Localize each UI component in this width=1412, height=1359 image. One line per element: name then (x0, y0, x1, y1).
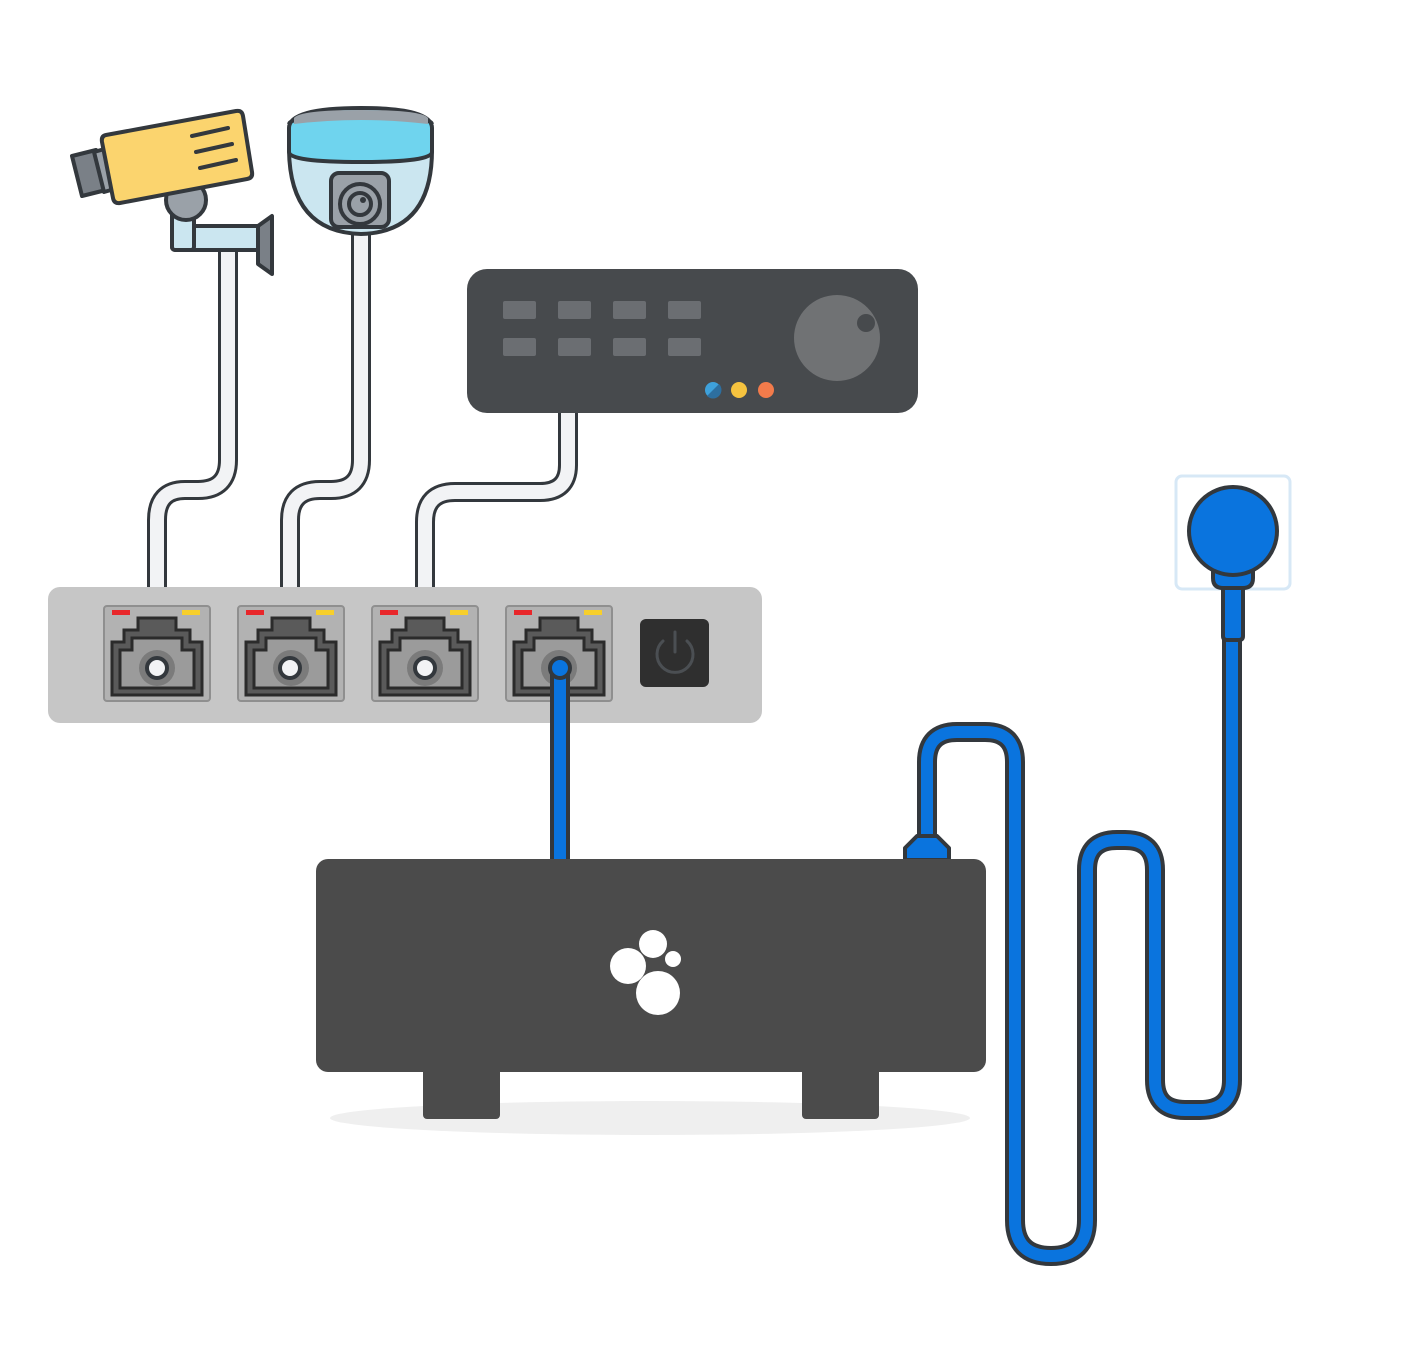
power-cable (903, 620, 1242, 1266)
router-knob-icon (794, 295, 880, 381)
port-led-yellow (450, 610, 468, 615)
port-led-red (246, 610, 264, 615)
port-led-red (380, 610, 398, 615)
router-indicator-grid (503, 301, 701, 356)
cable-plugs (145, 656, 437, 680)
network-switch-icon (48, 587, 762, 723)
hub-box-icon (316, 859, 986, 1135)
dome-camera-icon (287, 106, 434, 236)
router-cable (415, 395, 578, 678)
power-icon (655, 639, 695, 674)
port-led-yellow (316, 610, 334, 615)
switch-port-3[interactable] (371, 605, 479, 702)
switch-port-2[interactable] (237, 605, 345, 702)
power-connector-icon (903, 834, 951, 862)
router-icon (467, 269, 918, 413)
switch-port-1[interactable] (103, 605, 211, 702)
port-led-red (112, 610, 130, 615)
router-led-orange (758, 382, 774, 398)
port-led-yellow (584, 610, 602, 615)
camera2-cable (280, 210, 371, 678)
bullet-camera-icon (70, 108, 274, 276)
port-led-yellow (182, 610, 200, 615)
camera1-cable (147, 240, 238, 678)
power-plug-icon (1187, 485, 1279, 642)
hub-logo-icon (610, 930, 681, 1015)
hub-network-cable (548, 656, 572, 870)
port-led-red (514, 610, 532, 615)
router-led-yellow (731, 382, 747, 398)
